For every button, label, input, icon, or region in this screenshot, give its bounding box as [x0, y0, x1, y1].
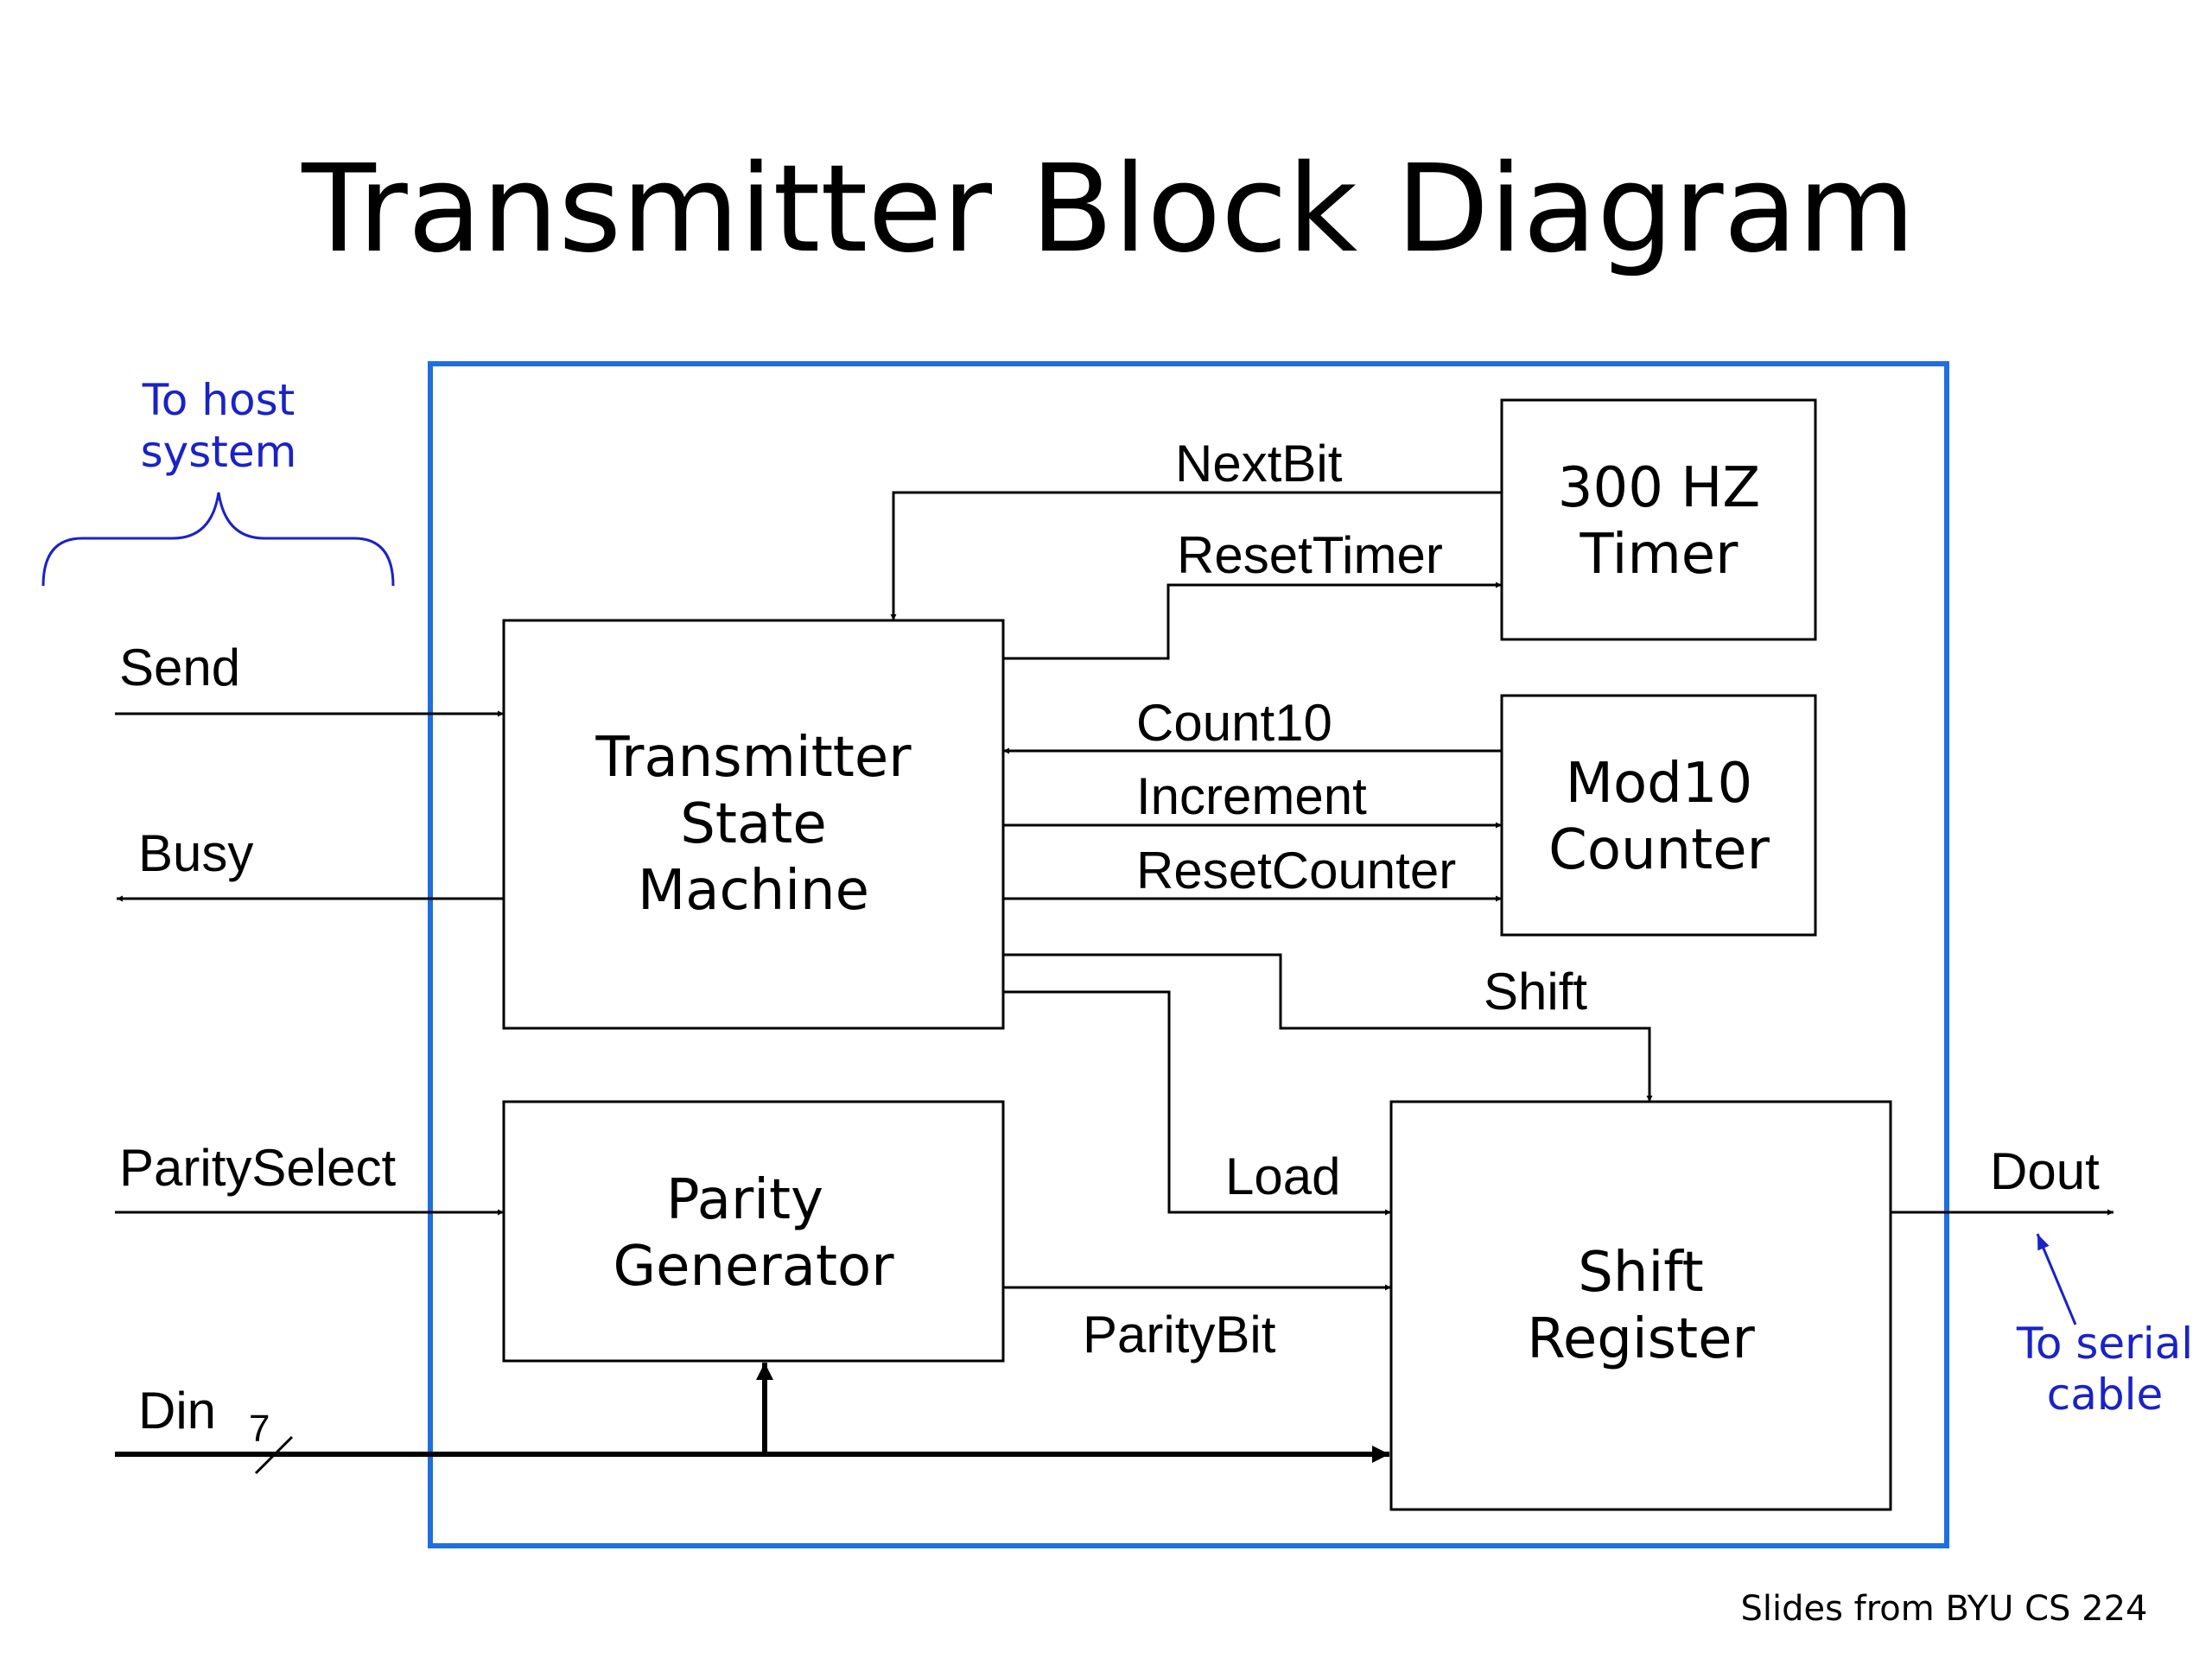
- timer-block: [1500, 398, 1817, 641]
- state-machine-label-3: Machine: [638, 859, 869, 923]
- counter-label-2: Counter: [1548, 818, 1770, 882]
- busy-label: Busy: [138, 824, 253, 882]
- parity-generator-label-2: Generator: [613, 1235, 895, 1299]
- reset-counter-label: ResetCounter: [1136, 842, 1456, 899]
- parity-bit-label: ParityBit: [1083, 1306, 1276, 1363]
- page-title: Transmitter Block Diagram: [301, 139, 1915, 280]
- shift-register-label-1: Shift: [1578, 1241, 1703, 1305]
- serial-arrow-icon: [2036, 1233, 2077, 1325]
- reset-timer-wire: [1003, 582, 1502, 660]
- host-annotation: To host system: [41, 375, 395, 587]
- dout-label: Dout: [1990, 1142, 2100, 1200]
- footer-credit: Slides from BYU CS 224: [1740, 1589, 2147, 1629]
- timer-label-1: 300 HZ: [1558, 456, 1760, 520]
- counter-block: [1500, 694, 1817, 937]
- shift-register-block: [1389, 1100, 1892, 1511]
- host-brace-icon: [41, 492, 395, 587]
- send-label: Send: [119, 639, 240, 696]
- serial-annotation-line2: cable: [2047, 1370, 2164, 1420]
- timer-label-2: Timer: [1580, 523, 1739, 587]
- parity-select-label: ParitySelect: [119, 1139, 396, 1197]
- next-bit-label: NextBit: [1175, 435, 1343, 493]
- bus-width-slash: [254, 1435, 294, 1475]
- count10-label: Count10: [1136, 694, 1332, 752]
- next-bit-wire: [890, 491, 1502, 620]
- state-machine-label-1: Transmitter: [594, 726, 912, 790]
- state-machine-block: [502, 619, 1005, 1030]
- host-annotation-line1: To host: [142, 375, 295, 425]
- shift-label: Shift: [1484, 963, 1587, 1020]
- shift-wire: [1003, 953, 1653, 1102]
- parity-generator-block: [502, 1100, 1005, 1363]
- din-label: Din: [138, 1382, 216, 1440]
- host-annotation-line2: system: [141, 427, 297, 477]
- reset-timer-label: ResetTimer: [1177, 526, 1443, 584]
- parity-generator-label-1: Parity: [666, 1168, 823, 1232]
- shift-register-label-2: Register: [1527, 1307, 1755, 1371]
- serial-annotation-line1: To serial: [2016, 1319, 2193, 1369]
- increment-label: Increment: [1136, 767, 1367, 825]
- transmitter-frame: [428, 361, 1949, 1548]
- load-label: Load: [1225, 1147, 1340, 1205]
- serial-annotation: To serial cable: [2016, 1233, 2193, 1420]
- state-machine-label-2: State: [680, 792, 826, 856]
- counter-label-1: Mod10: [1566, 752, 1752, 816]
- din-width-label: 7: [249, 1408, 270, 1450]
- load-wire: [1003, 990, 1391, 1216]
